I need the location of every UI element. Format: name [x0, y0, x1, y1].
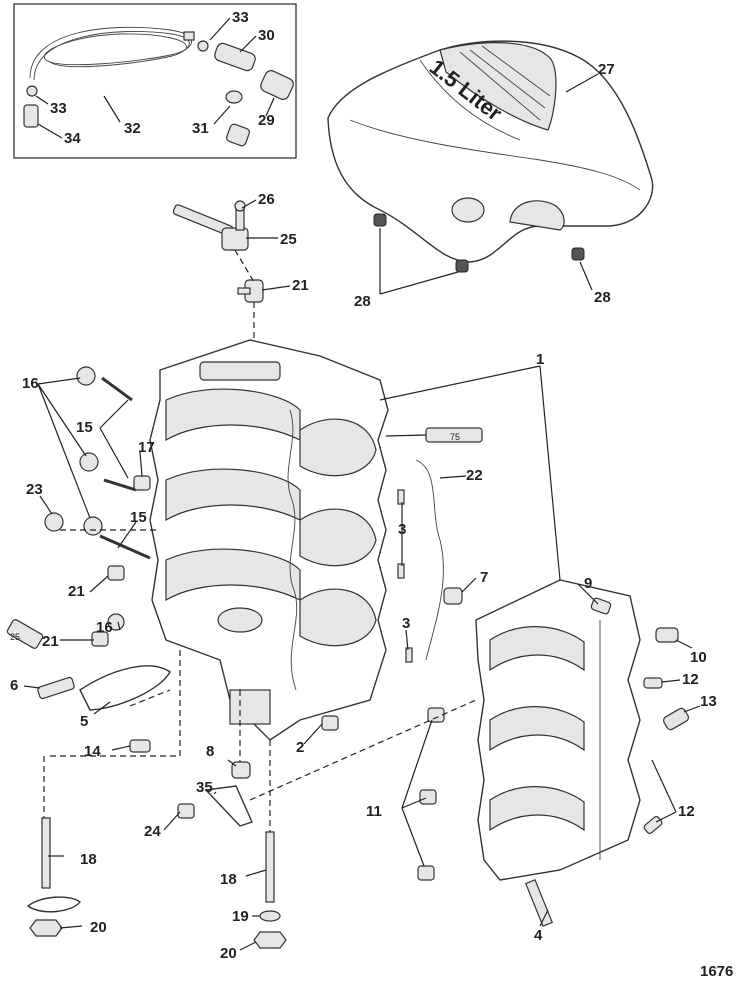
- callout-34: 34: [64, 130, 81, 147]
- callout-17: 17: [138, 439, 155, 456]
- tube-label: 75: [450, 432, 460, 442]
- callout-28a: 28: [354, 293, 371, 310]
- leader-lines: [23, 17, 701, 951]
- callout-32: 32: [124, 120, 141, 137]
- callout-21c: 21: [42, 633, 59, 650]
- sender-assembly: [172, 200, 264, 350]
- inset-hose-kit: [13, 3, 297, 159]
- callout-18b: 18: [220, 871, 237, 888]
- callout-22: 22: [466, 467, 483, 484]
- callout-4: 4: [534, 927, 543, 944]
- callout-14: 14: [84, 743, 101, 760]
- callout-1: 1: [536, 351, 544, 368]
- assembly-lines: [43, 529, 477, 832]
- callout-33a: 33: [232, 9, 249, 26]
- callout-26: 26: [258, 191, 275, 208]
- clamp-33a: [197, 40, 209, 52]
- callout-21b: 21: [68, 583, 85, 600]
- callout-5: 5: [80, 713, 88, 730]
- callout-11: 11: [366, 803, 382, 820]
- callout-27: 27: [598, 61, 615, 78]
- callout-35: 35: [196, 779, 213, 796]
- callout-23: 23: [26, 481, 43, 498]
- grommet-28c: [571, 247, 585, 261]
- hose-fitting-34: [23, 104, 39, 128]
- callout-28b: 28: [594, 289, 611, 306]
- grommet-28b: [455, 259, 469, 273]
- fitting-30: [214, 42, 256, 72]
- callout-16a: 16: [22, 375, 39, 392]
- crankcase-cover: [475, 579, 641, 881]
- callout-16b: 16: [96, 619, 113, 636]
- callout-15a: 15: [76, 419, 93, 436]
- callout-15b: 15: [130, 509, 147, 526]
- grommet-28a: [373, 213, 387, 227]
- tube-label-2: 25: [10, 632, 20, 642]
- callout-13: 13: [700, 693, 717, 710]
- callout-21a: 21: [292, 277, 309, 294]
- callout-6: 6: [10, 677, 18, 694]
- callout-20b: 20: [220, 945, 237, 962]
- clamp-33b: [26, 85, 38, 97]
- figure-id: 1676: [700, 963, 733, 980]
- callout-12b: 12: [678, 803, 695, 820]
- callout-18a: 18: [80, 851, 97, 868]
- cylinder-block: [149, 339, 389, 741]
- callout-3a: 3: [398, 521, 406, 538]
- callout-30: 30: [258, 27, 275, 44]
- engine-cover: 1.5 Liter: [327, 40, 654, 263]
- callout-8: 8: [206, 743, 214, 760]
- callout-7: 7: [480, 569, 488, 586]
- callout-20a: 20: [90, 919, 107, 936]
- clamp-31: [225, 90, 243, 104]
- callout-12a: 12: [682, 671, 699, 688]
- callout-29: 29: [258, 112, 275, 129]
- callout-9: 9: [584, 575, 592, 592]
- callout-3b: 3: [402, 615, 410, 632]
- callout-10: 10: [690, 649, 707, 666]
- callout-2: 2: [296, 739, 304, 756]
- connector-29: [260, 70, 294, 100]
- callout-24: 24: [144, 823, 161, 840]
- callout-25: 25: [280, 231, 297, 248]
- callout-labels: 33 30 33 34 32 31 29 27 26 25 21 28 28 1…: [10, 9, 717, 962]
- callout-31: 31: [192, 120, 209, 137]
- callout-33b: 33: [50, 100, 67, 117]
- callout-19: 19: [232, 908, 249, 925]
